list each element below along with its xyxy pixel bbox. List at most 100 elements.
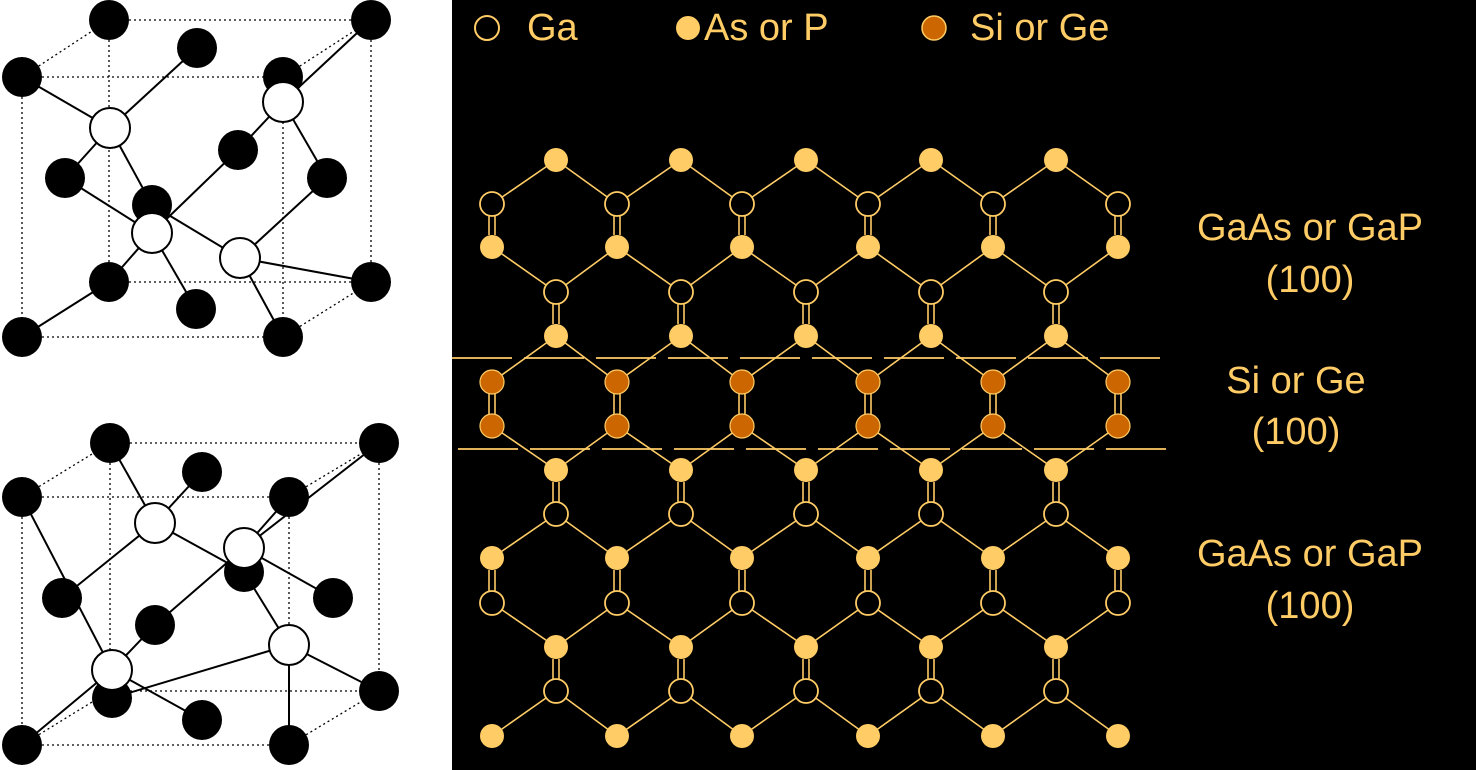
legend-si-marker [921,15,947,41]
as-atom [605,235,629,259]
ga-atom [668,279,694,305]
single-bond [741,335,807,383]
as-atom [480,724,504,748]
single-bond [992,425,1057,471]
as-atom [669,635,693,659]
single-bond [741,425,807,471]
bonds [488,159,1122,737]
as-atom [794,458,818,482]
as-atom [856,235,880,259]
ga-atom [543,678,569,704]
single-bond [616,425,682,471]
as-atom [669,458,693,482]
ga-atom [980,191,1006,217]
as-atom [1106,724,1130,748]
ga-atom [1105,590,1131,616]
single-bond [867,425,932,471]
ga-atom [604,191,630,217]
ga-atom [1043,501,1069,527]
ga-atom [980,590,1006,616]
ga-atom [793,678,819,704]
single-bond [491,513,557,559]
single-bond [805,335,869,383]
as-atom [919,148,943,172]
atoms [479,148,1131,748]
as-atom [794,324,818,348]
single-bond [555,335,618,383]
as-atom [919,635,943,659]
si-atom [729,413,755,439]
heterostructure-panel: Ga As or P Si or Ge GaAs or GaP (100) Si… [452,0,1476,770]
single-bond [616,335,682,383]
top-layer-label: GaAs or GaP [1197,207,1423,249]
single-bond [616,513,682,559]
single-bond [616,602,682,648]
si-atom [855,369,881,395]
ga-atom [543,501,569,527]
ga-atom [1043,279,1069,305]
ga-atom [918,279,944,305]
as-atom [669,148,693,172]
bottom-unit-cell [2,423,399,765]
as-atom [981,724,1005,748]
top-layer-orientation: (100) [1266,259,1355,301]
single-bond [1055,425,1119,471]
as-atom [544,458,568,482]
single-bond [491,602,557,648]
as-atom [1044,148,1068,172]
bottom-layer-orientation: (100) [1266,585,1355,627]
single-bond [616,690,682,737]
as-atom [1044,458,1068,482]
as-atom [730,235,754,259]
single-bond [491,690,557,737]
ga-atom [1043,678,1069,704]
as-atom [730,546,754,570]
single-bond [741,602,807,648]
single-bond [616,159,682,205]
interface-lines [452,357,1178,450]
unit-cell-panel [0,0,452,770]
as-atom [669,324,693,348]
as-atom [856,546,880,570]
as-atom [919,324,943,348]
single-bond [867,690,932,737]
single-bond [930,425,994,471]
ga-atom [479,590,505,616]
as-atom [856,724,880,748]
middle-layer-label: Si or Ge [1226,360,1365,402]
bottom-layer-label: GaAs or GaP [1197,533,1423,575]
unit-cell-diagrams [2,0,399,765]
single-bond [930,335,994,383]
single-bond [491,425,557,471]
single-bond [491,335,557,383]
si-atom [729,369,755,395]
ga-atom [668,678,694,704]
as-atom [605,724,629,748]
ga-atom [918,501,944,527]
ga-atom [918,678,944,704]
as-atom [981,235,1005,259]
as-atom [1044,324,1068,348]
as-atom [794,148,818,172]
si-atom [604,369,630,395]
single-bond [491,246,557,293]
single-bond [741,159,807,205]
top-unit-cell [2,0,391,357]
si-atom [1105,369,1131,395]
si-atom [479,413,505,439]
as-atom [730,724,754,748]
si-atom [1105,413,1131,439]
middle-layer-orientation: (100) [1252,411,1341,453]
ga-atom [855,590,881,616]
legend-as-label: As or P [704,7,829,49]
as-atom [981,546,1005,570]
si-atom [479,369,505,395]
ga-atom [543,279,569,305]
legend-si-label: Si or Ge [970,7,1109,49]
ga-atom [668,501,694,527]
si-atom [604,413,630,439]
as-atom [480,235,504,259]
as-atom [544,148,568,172]
single-bond [741,513,807,559]
heterostructure-lattice: Ga As or P Si or Ge GaAs or GaP (100) Si… [452,7,1423,748]
